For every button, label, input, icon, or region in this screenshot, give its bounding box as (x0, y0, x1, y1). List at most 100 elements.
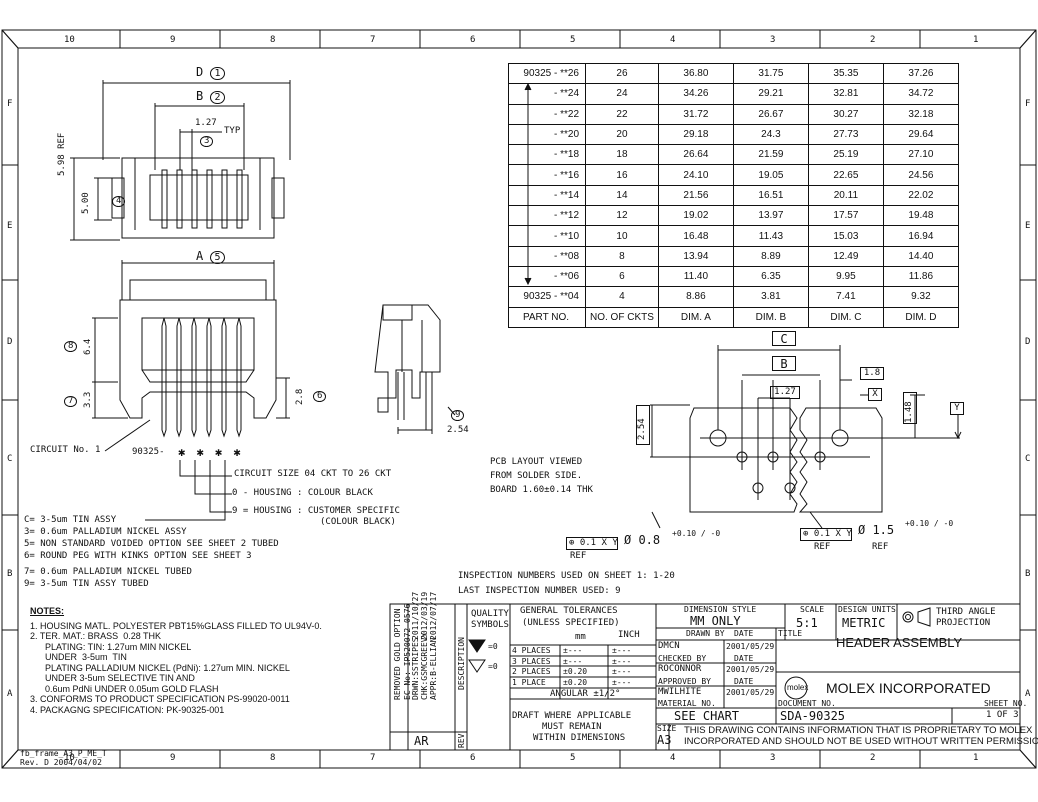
tol-1v: ±0.20 (563, 678, 588, 687)
frame-row-B-left: B (7, 569, 13, 579)
outer-frame (1, 29, 1037, 769)
hole-2: Ø 1.5 (858, 523, 895, 537)
dim-cell-d: 24.56 (882, 164, 959, 186)
frame-col-2-bottom: 2 (870, 753, 876, 763)
balloon-7: 7 (64, 396, 78, 407)
material: SEE CHART (674, 709, 740, 723)
dim-cell-a: 31.72 (657, 103, 734, 125)
title-label: TITLE (778, 629, 803, 638)
note-line: 4. PACKAGNG SPECIFICATION: PK-90325-001 (30, 704, 225, 715)
scale: 5:1 (796, 616, 818, 630)
dim-cell-b: 11.43 (732, 225, 809, 247)
dim-cell-c: 25.19 (807, 144, 884, 166)
ref-2: REF (814, 542, 831, 552)
dim-cell-ckts: 20 (585, 123, 659, 146)
dim-cell-ckts: NO. OF CKTS (585, 306, 659, 328)
frame-col-5-top: 5 (570, 35, 576, 45)
sheet-label: SHEET NO. (984, 699, 1028, 708)
frame-col-4-top: 4 (670, 35, 676, 45)
dim-cell-d: 27.10 (882, 144, 959, 166)
rev-desc-label: DESCRIPTION (457, 637, 466, 690)
date-1: 2001/05/29 (726, 642, 775, 651)
units: METRIC (842, 616, 886, 630)
tol-3v: ±--- (563, 657, 583, 666)
drawing-title: HEADER ASSEMBLY (836, 635, 963, 650)
date-label-1: DATE (734, 629, 754, 638)
dim-cell-part: - **24 (508, 83, 586, 105)
dim-cell-ckts: 22 (585, 103, 659, 125)
dim-cell-c: 12.49 (807, 245, 884, 267)
dim-28: 2.8 (295, 388, 305, 405)
rev-d1: 2011/10/27 (411, 591, 420, 640)
dim-pitch-typ: TYP (224, 126, 241, 136)
frame-row-C-right: C (1025, 454, 1031, 464)
frame-row-D-right: D (1025, 337, 1031, 347)
dim-cell-part: - **14 (508, 184, 586, 207)
opt-0: 0 - HOUSING : COLOUR BLACK (232, 488, 373, 498)
frame-col-1-top: 1 (973, 35, 979, 45)
document-no: SDA-90325 (780, 709, 846, 723)
dim-cell-c: 32.81 (807, 83, 884, 105)
frame-row-C-left: C (7, 454, 13, 464)
dim-cell-c: 35.35 (807, 62, 884, 85)
frame-col-7-top: 7 (370, 35, 376, 45)
scale-label: SCALE (800, 605, 825, 614)
dim-style-label: DIMENSION STYLE (684, 605, 757, 614)
dim-cell-c: DIM. C (807, 306, 884, 328)
dim-cell-b: 21.59 (732, 144, 809, 166)
draft-3: WITHIN DIMENSIONS (533, 733, 626, 743)
dim-598: 5.98 REF (57, 132, 67, 176)
notes-title: NOTES: (30, 606, 65, 616)
dim-cell-part: PART NO. (508, 306, 586, 328)
dim-cell-b: 3.81 (732, 286, 809, 308)
company-name: MOLEX INCORPORATED (826, 680, 991, 696)
opt-9a: 9 = HOUSING : CUSTOMER SPECIFIC (232, 506, 400, 516)
gen-tol-1: GENERAL TOLERANCES (520, 606, 618, 616)
frame-col-5-bottom: 5 (570, 753, 576, 763)
dim-cell-ckts: 14 (585, 184, 659, 207)
rev-desc: REMOVED GOLD OPTION (393, 608, 402, 700)
dim-cell-c: 30.27 (807, 103, 884, 125)
dim-cell-ckts: 4 (585, 286, 659, 308)
dim-cell-d: 29.64 (882, 123, 959, 146)
plating-5: 5= NON STANDARD VOIDED OPTION SEE SHEET … (24, 539, 279, 549)
balloon-3: 3 (200, 136, 214, 147)
date-2: 2001/05/29 (726, 665, 775, 674)
dim-cell-ckts: 26 (585, 62, 659, 85)
rev-d3: 2012/07/17 (429, 591, 438, 640)
projection-1: THIRD ANGLE (936, 607, 996, 617)
rev-appr: APPR:B-ELLIAN (429, 637, 438, 700)
approved-by: MWILHITE (658, 687, 702, 697)
quality-sym-2: =0 (488, 662, 498, 671)
frame-col-10-top: 10 (64, 35, 75, 45)
rev-chkd: CHK:GSMCGREEVY (420, 632, 429, 700)
dim-cell-part: 90325 - **26 (508, 62, 586, 85)
tol-inch: INCH (618, 630, 640, 640)
frame-col-6-top: 6 (470, 35, 476, 45)
plating-3: 3= 0.6um PALLADIUM NICKEL ASSY (24, 527, 187, 537)
dim-cell-ckts: 12 (585, 205, 659, 227)
dim-cell-c: 15.03 (807, 225, 884, 247)
size: A3 (657, 733, 672, 747)
dim-cell-a: 13.94 (657, 245, 734, 267)
tol-4v: ±--- (563, 646, 583, 655)
dim-b-label: B 2 (196, 90, 225, 104)
note-line: 0.6um PdNi UNDER 0.05um GOLD FLASH (30, 683, 219, 694)
dim-cell-a: 34.26 (657, 83, 734, 105)
pcb-dim-c: C (772, 331, 796, 346)
notes: NOTES: 1. HOUSING MATL. POLYESTER PBT15%… (30, 606, 322, 715)
part-stars: ✱ ✱ ✱ ✱ (178, 445, 243, 459)
tol-1p: 1 PLACE (512, 678, 546, 687)
circuit-label: CIRCUIT No. 1 (30, 445, 101, 455)
dim-cell-a: 8.86 (657, 286, 734, 308)
dim-cell-c: 7.41 (807, 286, 884, 308)
dim-cell-a: 36.80 (657, 62, 734, 85)
frame-col-9-top: 9 (170, 35, 176, 45)
dim-cell-b: 29.21 (732, 83, 809, 105)
frame-row-B-right: B (1025, 569, 1031, 579)
units-label: DESIGN UNITS (838, 605, 896, 614)
